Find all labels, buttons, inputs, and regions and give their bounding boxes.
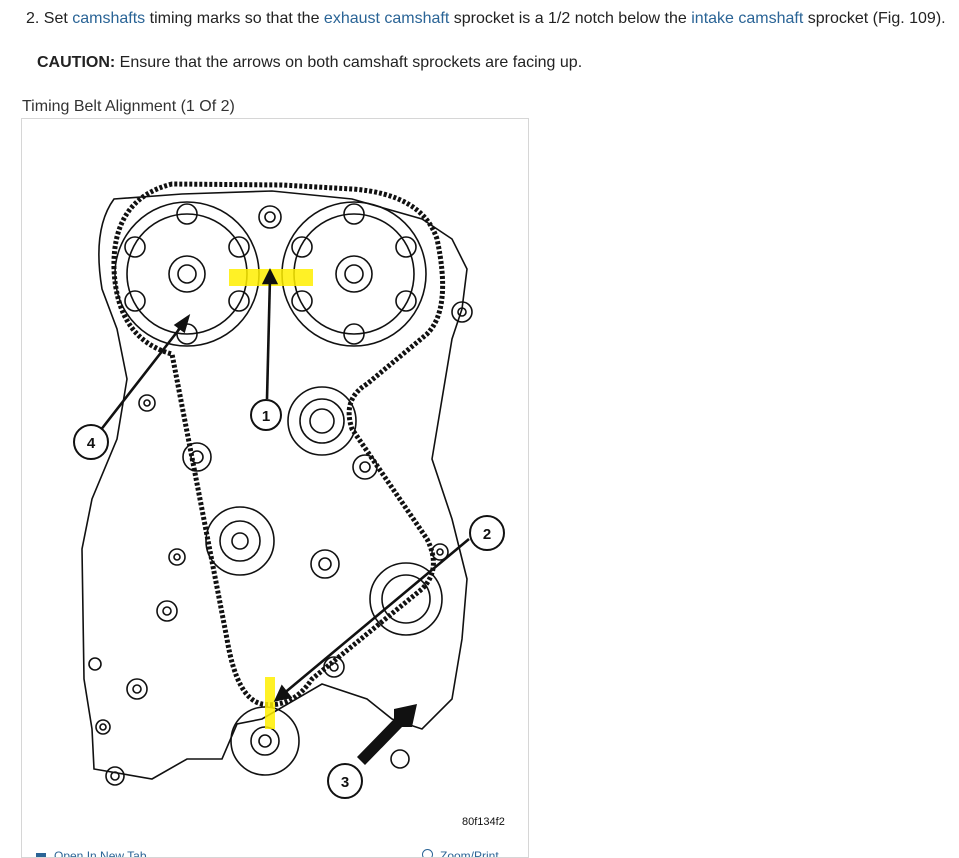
- step-text: sprocket is a 1/2 notch below the: [449, 10, 692, 27]
- tensioner-pulley: [205, 506, 275, 576]
- caution-text: Ensure that the arrows on both camshaft …: [115, 54, 583, 71]
- timing-belt: [111, 181, 446, 708]
- callout-4-label: 4: [87, 435, 96, 452]
- rotation-arrow: [357, 704, 417, 765]
- callout-3-label: 3: [341, 774, 349, 791]
- step-text: sprocket (Fig. 109).: [803, 10, 946, 27]
- step-number: 2.: [26, 10, 40, 27]
- intake-camshaft-link[interactable]: intake camshaft: [691, 10, 804, 27]
- step-text: timing marks so that the: [145, 10, 324, 27]
- callout-4: [73, 424, 109, 460]
- crankshaft-timing-highlight: [265, 677, 275, 729]
- figure-actions: Open In New Tab Zoom/Print: [22, 845, 528, 858]
- figure-title: Timing Belt Alignment (1 Of 2): [22, 98, 235, 115]
- engine-block-outline: [81, 190, 468, 780]
- zoom-print-link[interactable]: Zoom/Print: [440, 849, 499, 858]
- zoom-icon[interactable]: [422, 849, 433, 857]
- instruction-step: 2. Set camshafts timing marks so that th…: [26, 9, 946, 29]
- water-pump-sprocket: [369, 562, 443, 636]
- idler-pulley: [287, 386, 357, 456]
- timing-belt-diagram: 1 2 3 4: [73, 181, 505, 799]
- new-tab-icon[interactable]: [36, 853, 46, 857]
- open-new-tab-link[interactable]: Open In New Tab: [54, 849, 147, 858]
- camshafts-link[interactable]: camshafts: [72, 10, 146, 27]
- exhaust-camshaft-link[interactable]: exhaust camshaft: [323, 10, 450, 27]
- callout-3: [327, 763, 363, 799]
- step-text: Set: [43, 10, 73, 27]
- callout-1: [250, 399, 282, 431]
- figure-code: 80f134f2: [462, 816, 505, 828]
- timing-belt-figure[interactable]: 1 2 3 4 80f134f2 Open In New Tab Zoom/Pr…: [21, 118, 529, 858]
- caution-note: CAUTION: Ensure that the arrows on both …: [37, 53, 582, 73]
- callout-2-label: 2: [483, 526, 491, 543]
- caution-label: CAUTION:: [37, 54, 116, 71]
- callout-1-label: 1: [262, 408, 270, 425]
- callout-2: [469, 515, 505, 551]
